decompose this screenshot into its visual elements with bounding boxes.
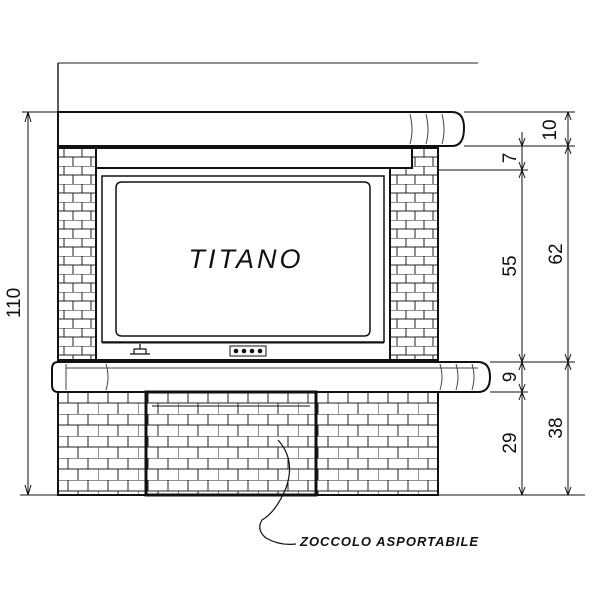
dimension-inner-column [518, 132, 526, 496]
brick-base [57, 391, 439, 496]
lower-slab [51, 361, 492, 393]
fireplace-title: TITANO [189, 244, 304, 274]
firebox-door [95, 167, 391, 361]
dim-upper-body-label: 62 [546, 243, 567, 264]
top-slab [57, 111, 466, 147]
wall-outline [57, 62, 478, 112]
dim-hood-band-label: 7 [500, 153, 521, 164]
dim-lower-slab-label: 9 [500, 372, 521, 383]
dimension-total-height: 110 [4, 111, 58, 496]
air-control-icon [229, 345, 267, 357]
door-handle-icon [130, 344, 150, 355]
brick-column-left [57, 147, 97, 361]
dim-firebox-label: 55 [500, 255, 521, 276]
dim-top-slab-label: 10 [540, 119, 561, 140]
dim-base-label: 38 [546, 417, 567, 438]
brick-column-right [387, 147, 439, 361]
dim-plinth-label: 29 [500, 432, 521, 453]
callout-leader [259, 439, 297, 545]
plinth-callout: ZOCCOLO ASPORTABILE [299, 534, 479, 549]
dimension-outer-column [564, 111, 572, 496]
dim-total-height-label: 110 [4, 288, 25, 318]
hood-band [95, 147, 413, 169]
